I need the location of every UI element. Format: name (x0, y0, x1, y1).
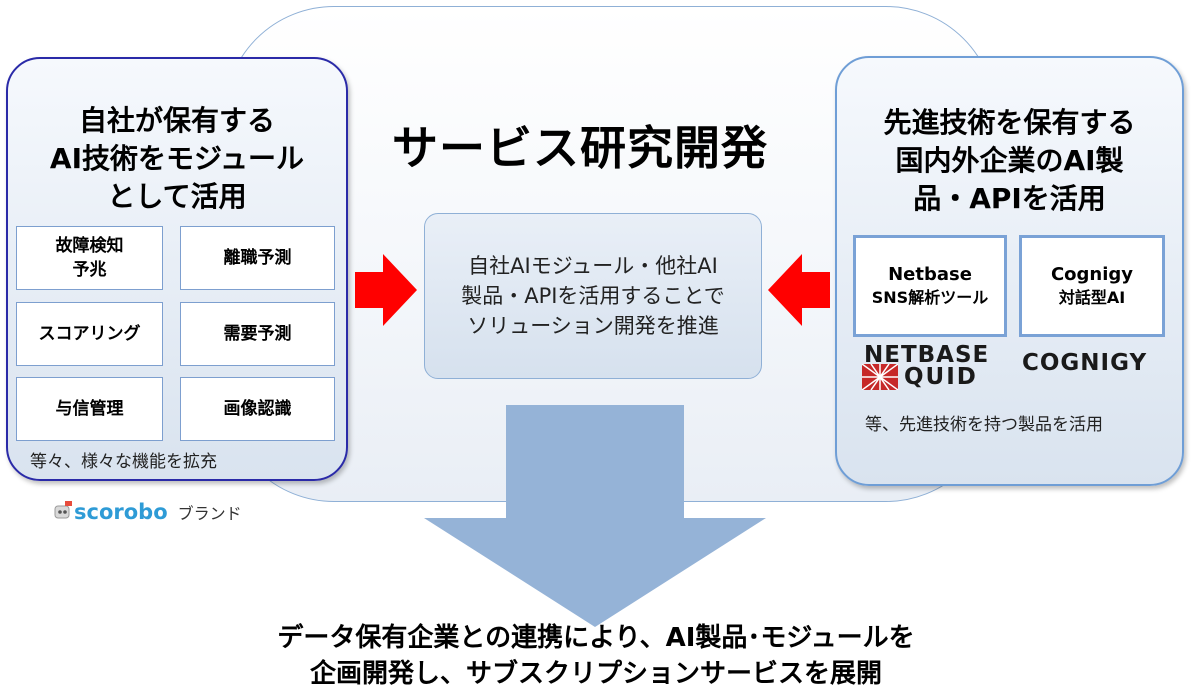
robot-icon (54, 501, 72, 519)
scorobo-brand: scorobo ブランド (52, 499, 242, 525)
module-image-recognition: 画像認識 (180, 377, 335, 441)
quid-logo-text: QUID (904, 364, 978, 390)
left-heading-line: 自社が保有する (78, 104, 275, 137)
netbase-quid-logo: NETBASE QUID (862, 342, 1002, 392)
product-desc: SNS解析ツール (871, 288, 989, 307)
left-heading-line: として活用 (107, 180, 247, 213)
module-label: 故障検知 (55, 236, 124, 256)
bottom-caption-line: データ保有企業との連携により、AI製品･モジュールを (277, 623, 915, 653)
module-fault-detection: 故障検知 予兆 (16, 226, 163, 290)
left-heading-line: AI技術をモジュール (49, 142, 305, 175)
module-label: スコアリング (38, 324, 141, 344)
product-netbase: Netbase SNS解析ツール (853, 235, 1007, 337)
scorobo-logo: scorobo (74, 500, 168, 524)
service-title: サービス研究開発 (392, 121, 768, 175)
left-arrow-icon (768, 254, 830, 326)
product-name: Netbase (888, 264, 972, 285)
right-heading-line: 品・APIを活用 (913, 182, 1106, 215)
bottom-caption: データ保有企業との連携により、AI製品･モジュールを 企画開発し、サブスクリプシ… (140, 620, 1052, 692)
brand-label: ブランド (177, 504, 242, 523)
right-panel-heading: 先進技術を保有する 国内外企業のAI製 品・APIを活用 (835, 104, 1184, 218)
right-heading-line: 国内外企業のAI製 (895, 144, 1124, 177)
product-desc: 対話型AI (1058, 288, 1126, 307)
right-arrow-icon (355, 254, 417, 326)
left-panel-note: 等々、様々な機能を拡充 (30, 452, 217, 472)
right-panel-note: 等、先進技術を持つ製品を活用 (865, 415, 1103, 435)
module-demand-forecast: 需要予測 (180, 302, 335, 366)
module-scoring: スコアリング (16, 302, 163, 366)
product-name: Cognigy (1050, 264, 1134, 285)
left-panel-heading: 自社が保有する AI技術をモジュール として活用 (6, 102, 348, 216)
module-label: 予兆 (72, 260, 107, 280)
netbase-mark-icon (862, 364, 898, 390)
module-label: 離職予測 (223, 248, 292, 268)
center-box-line: 製品・APIを活用することで (461, 284, 725, 308)
right-heading-line: 先進技術を保有する (883, 106, 1136, 139)
center-solution-box: 自社AIモジュール・他社AI 製品・APIを活用することで ソリューション開発を… (424, 213, 762, 379)
module-label: 与信管理 (55, 399, 124, 419)
module-label: 画像認識 (223, 399, 292, 419)
center-box-line: ソリューション開発を推進 (467, 314, 719, 338)
module-label: 需要予測 (223, 324, 292, 344)
netbase-logo-text: NETBASE (864, 342, 990, 368)
cognigy-logo: COGNIGY (1022, 350, 1148, 376)
bottom-caption-line: 企画開発し、サブスクリプションサービスを展開 (309, 659, 882, 689)
module-turnover-prediction: 離職予測 (180, 226, 335, 290)
product-cognigy: Cognigy 対話型AI (1019, 235, 1165, 337)
down-arrow-icon (424, 405, 766, 627)
center-box-line: 自社AIモジュール・他社AI (468, 254, 718, 278)
module-credit-management: 与信管理 (16, 377, 163, 441)
